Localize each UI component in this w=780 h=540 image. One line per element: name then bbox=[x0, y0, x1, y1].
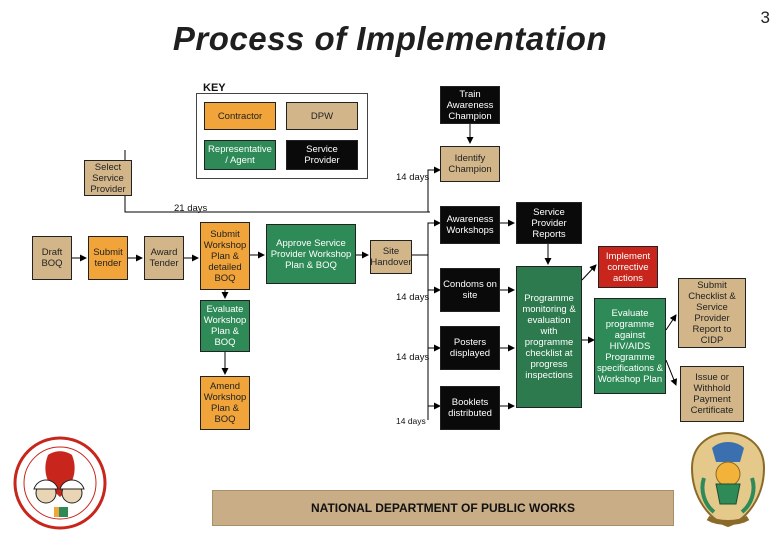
duration-14-days-b: 14 days bbox=[396, 292, 430, 303]
node-submit-workshop-plan: Submit Workshop Plan & detailed BOQ bbox=[200, 222, 250, 290]
node-award-tender: Award Tender bbox=[144, 236, 184, 280]
coat-of-arms-icon bbox=[690, 431, 766, 528]
duration-14-days-d: 14 days bbox=[396, 416, 426, 426]
footer-banner: NATIONAL DEPARTMENT OF PUBLIC WORKS bbox=[212, 490, 674, 526]
node-awareness-workshops: Awareness Workshops bbox=[440, 206, 500, 244]
node-posters-displayed: Posters displayed bbox=[440, 326, 500, 370]
node-submit-checklist: Submit Checklist & Service Provider Repo… bbox=[678, 278, 746, 348]
key-service-provider: Service Provider bbox=[286, 140, 358, 170]
node-condoms-on-site: Condoms on site bbox=[440, 268, 500, 312]
node-evaluate-workshop-plan: Evaluate Workshop Plan & BOQ bbox=[200, 300, 250, 352]
node-identify-champion: Identify Champion bbox=[440, 146, 500, 182]
node-submit-tender: Submit tender bbox=[88, 236, 128, 280]
page-title: Process of Implementation bbox=[172, 20, 608, 57]
node-amend-workshop-plan: Amend Workshop Plan & BOQ bbox=[200, 376, 250, 430]
node-train-awareness-champion: Train Awareness Champion bbox=[440, 86, 500, 124]
node-programme-monitoring: Programme monitoring & evaluation with p… bbox=[516, 266, 582, 408]
node-implement-corrective-actions: Implement corrective actions bbox=[598, 246, 658, 288]
node-select-service-provider: Select Service Provider bbox=[84, 160, 132, 196]
key-label: KEY bbox=[203, 82, 226, 94]
node-booklets-distributed: Booklets distributed bbox=[440, 386, 500, 430]
page-number: 3 bbox=[760, 8, 770, 27]
duration-14-days-a: 14 days bbox=[396, 172, 430, 183]
node-site-handover: Site Handover bbox=[370, 240, 412, 274]
duration-21-days: 21 days bbox=[174, 203, 208, 214]
node-service-provider-reports: Service Provider Reports bbox=[516, 202, 582, 244]
node-approve-service-provider: Approve Service Provider Workshop Plan &… bbox=[266, 224, 356, 284]
key-representative-agent: Representative / Agent bbox=[204, 140, 276, 170]
node-issue-payment-certificate: Issue or Withhold Payment Certificate bbox=[680, 366, 744, 422]
campaign-logo-icon bbox=[13, 436, 107, 530]
node-evaluate-programme: Evaluate programme against HIV/AIDS Prog… bbox=[594, 298, 666, 394]
key-contractor: Contractor bbox=[204, 102, 276, 130]
key-dpw: DPW bbox=[286, 102, 358, 130]
duration-14-days-c: 14 days bbox=[396, 352, 430, 363]
node-draft-boq: Draft BOQ bbox=[32, 236, 72, 280]
